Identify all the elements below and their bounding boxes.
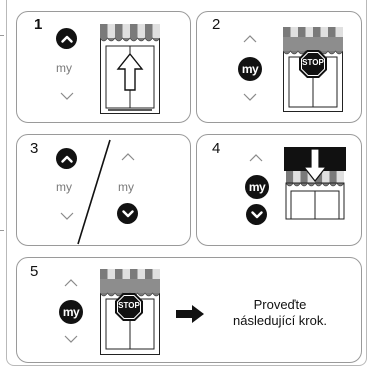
my-label: my — [56, 61, 72, 75]
chevron-down-icon — [60, 92, 74, 100]
next-step-line-1: Proveďte — [253, 297, 307, 312]
step-number: 3 — [30, 140, 39, 157]
my-button[interactable]: my — [238, 57, 262, 81]
stop-sign-icon — [299, 50, 327, 78]
step-number: 5 — [30, 263, 39, 280]
stop-sign-text: STOP — [302, 58, 324, 67]
chevron-up-icon — [243, 35, 257, 43]
chevron-up-icon — [121, 153, 135, 161]
down-button-icon[interactable] — [117, 203, 138, 224]
stop-sign-text: STOP — [118, 301, 140, 310]
step-number: 1 — [34, 16, 43, 33]
up-button-icon[interactable] — [56, 28, 77, 49]
awning-window-icon — [283, 27, 343, 112]
awning-window-icon — [100, 24, 160, 114]
my-button[interactable]: my — [59, 300, 83, 324]
arrow-right-icon — [176, 305, 204, 323]
next-step-line-2: následující krok. — [233, 313, 327, 328]
instruction-frame — [6, 0, 367, 366]
chevron-down-icon — [64, 335, 78, 343]
step-3-panel — [16, 134, 191, 246]
my-label: my — [118, 180, 134, 194]
step-number: 2 — [212, 16, 221, 33]
next-step-text: Proveďte následující krok. — [205, 297, 355, 329]
chevron-up-icon — [249, 154, 263, 162]
my-button[interactable]: my — [245, 175, 269, 199]
chevron-down-icon — [60, 212, 74, 220]
chevron-up-icon — [64, 279, 78, 287]
frame-mark — [0, 230, 4, 231]
down-button-icon[interactable] — [246, 204, 267, 225]
my-label: my — [56, 180, 72, 194]
up-button-icon[interactable] — [56, 148, 77, 169]
awning-window-icon — [284, 147, 346, 220]
divider-slash — [77, 139, 111, 245]
awning-window-icon — [100, 269, 160, 355]
step-number: 4 — [212, 140, 221, 157]
frame-mark — [0, 35, 4, 36]
stop-sign-icon — [115, 293, 143, 321]
chevron-down-icon — [243, 93, 257, 101]
arrow-down-icon — [302, 148, 328, 182]
arrow-up-icon — [116, 52, 144, 91]
